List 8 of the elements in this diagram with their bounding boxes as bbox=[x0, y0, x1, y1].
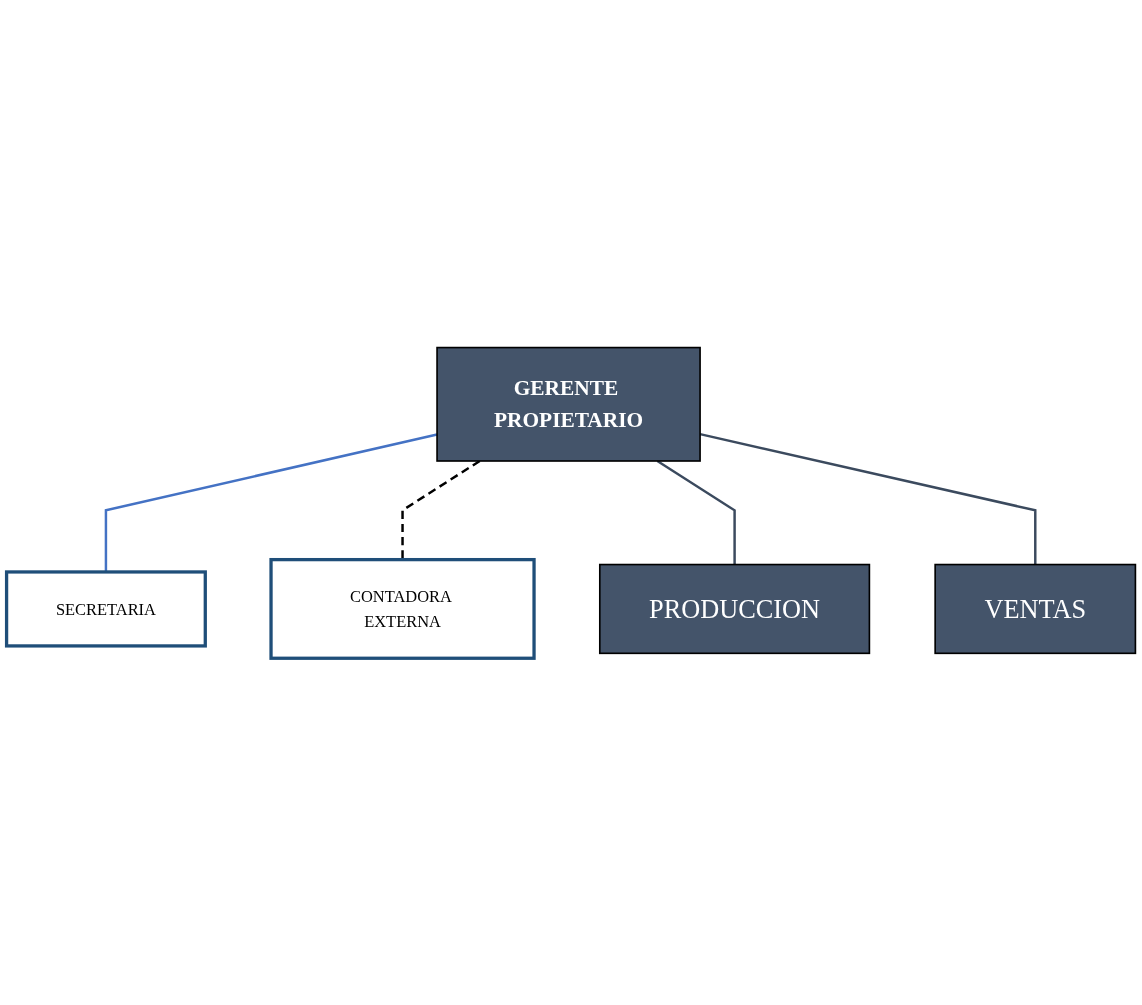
connector bbox=[656, 459, 736, 565]
node-box: GERENTE PROPIETARIO bbox=[436, 346, 701, 462]
node-box: VENTAS bbox=[934, 563, 1137, 654]
connector bbox=[401, 459, 481, 560]
node-box: SECRETARIA bbox=[4, 569, 207, 648]
node-box: PRODUCCION bbox=[598, 563, 871, 654]
node-box: CONTADORA EXTERNA bbox=[269, 557, 536, 660]
connector bbox=[104, 432, 438, 572]
